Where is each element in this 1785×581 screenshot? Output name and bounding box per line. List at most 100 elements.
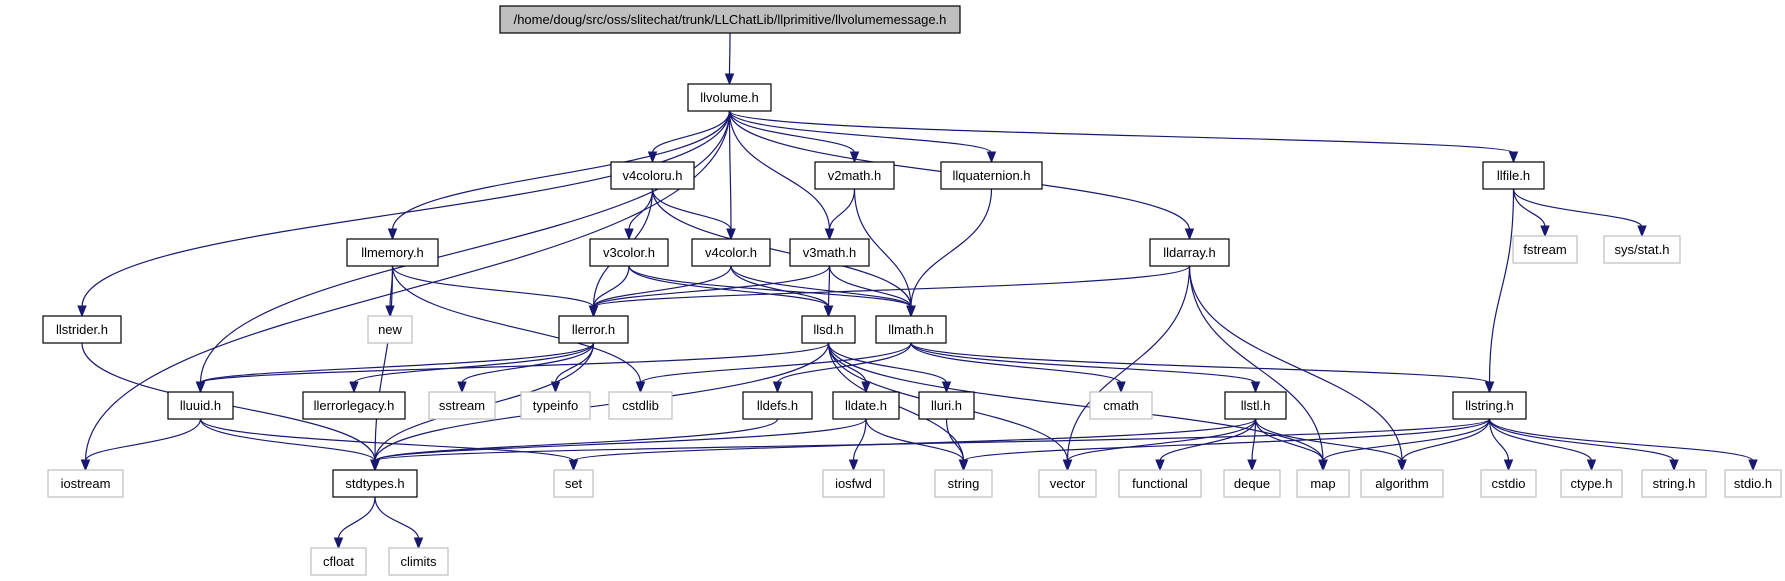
edge-arrowhead-v4coloru-to-v4color: [726, 228, 736, 241]
node-label-llquaternion: llquaternion.h: [952, 168, 1030, 183]
node-box-llerror: [558, 315, 629, 344]
edge-arrowhead-llstring-to-ctype: [1586, 459, 1597, 472]
node-llstl[interactable]: llstl.h: [1224, 391, 1287, 420]
edge-llstl-to-algorithm: [1254, 418, 1403, 462]
node-label-typeinfo: typeinfo: [533, 398, 579, 413]
edge-llvolume-to-v4color: [728, 110, 732, 231]
node-box-lldarray: [1149, 238, 1230, 267]
node-lldefs[interactable]: lldefs.h: [742, 391, 813, 420]
node-llerrorlegacy[interactable]: llerrorlegacy.h: [302, 391, 406, 420]
edge-arrowhead-llstring-to-stdtypes: [370, 459, 380, 472]
node-set: set: [553, 469, 594, 498]
node-label-stdio: stdio.h: [1734, 476, 1772, 491]
node-label-llstring: llstring.h: [1465, 398, 1513, 413]
node-label-llmemory: llmemory.h: [361, 245, 424, 260]
node-v2math[interactable]: v2math.h: [814, 161, 895, 190]
node-box-stringh: [1641, 469, 1707, 498]
edge-llfile-to-fstream: [1512, 188, 1546, 228]
node-v4coloru[interactable]: v4coloru.h: [610, 161, 695, 190]
node-box-functional: [1118, 469, 1202, 498]
node-root[interactable]: /home/doug/src/oss/slitechat/trunk/LLCha…: [499, 5, 961, 34]
edge-arrowhead-stdtypes-to-cfloat: [333, 537, 344, 550]
edge-v3math-to-llsd: [827, 265, 831, 308]
edge-llfile-to-llstring: [1488, 188, 1515, 384]
node-stringh: string.h: [1641, 469, 1707, 498]
node-label-climits: climits: [400, 554, 437, 569]
edge-arrowhead-llmath-to-llstring: [1484, 381, 1495, 394]
edge-v3color-to-llmath: [628, 265, 912, 308]
edge-v4color-to-llmath: [730, 265, 912, 308]
edge-v4coloru-to-v4color: [651, 188, 732, 231]
node-llmath[interactable]: llmath.h: [875, 315, 947, 344]
node-box-llstl: [1224, 391, 1287, 420]
edge-arrowhead-llstl-to-vector: [1062, 459, 1073, 472]
node-label-root: /home/doug/src/oss/slitechat/trunk/LLCha…: [514, 12, 947, 27]
node-box-cfloat: [310, 547, 367, 576]
node-llerror[interactable]: llerror.h: [558, 315, 629, 344]
node-lldate[interactable]: lldate.h: [832, 391, 900, 420]
node-llfile[interactable]: llfile.h: [1482, 161, 1545, 190]
node-box-cmath: [1089, 391, 1153, 420]
edge-arrowhead-llstring-to-cstdio: [1503, 459, 1514, 472]
edge-arrowhead-llstring-to-string: [958, 459, 969, 472]
node-box-root: [499, 5, 961, 34]
node-box-deque: [1223, 469, 1281, 498]
node-fstream: fstream: [1512, 235, 1578, 264]
node-label-sstream: sstream: [439, 398, 485, 413]
node-label-ctype: ctype.h: [1571, 476, 1613, 491]
node-vector: vector: [1038, 469, 1097, 498]
node-cfloat: cfloat: [310, 547, 367, 576]
edge-llmath-to-llstl: [910, 342, 1257, 384]
edge-arrowhead-llvolume-to-v2math: [849, 151, 860, 164]
edge-arrowhead-llvolume-to-v4coloru: [647, 151, 658, 164]
node-lldarray[interactable]: lldarray.h: [1149, 238, 1230, 267]
edge-stdtypes-to-climits: [374, 496, 420, 540]
node-lluri[interactable]: lluri.h: [918, 391, 975, 420]
node-v3math[interactable]: v3math.h: [789, 238, 870, 267]
node-label-map: map: [1310, 476, 1335, 491]
node-string: string: [934, 469, 993, 498]
node-box-v2math: [814, 161, 895, 190]
edge-arrowhead-llstring-to-algorithm: [1397, 459, 1407, 472]
node-llsd[interactable]: llsd.h: [801, 315, 856, 344]
node-label-llfile: llfile.h: [1497, 168, 1530, 183]
node-label-string: string: [948, 476, 980, 491]
node-box-v3color: [589, 238, 669, 267]
node-cstdio: cstdio: [1480, 469, 1537, 498]
node-llstring[interactable]: llstring.h: [1452, 391, 1527, 420]
edge-v3color-to-llerror: [592, 265, 630, 308]
node-label-v3color: v3color.h: [603, 245, 655, 260]
node-v4color[interactable]: v4color.h: [691, 238, 771, 267]
node-functional: functional: [1118, 469, 1202, 498]
node-llvolume[interactable]: llvolume.h: [687, 83, 772, 112]
node-box-fstream: [1512, 235, 1578, 264]
node-box-llsd: [801, 315, 856, 344]
edge-llstring-to-stringh: [1488, 418, 1675, 462]
edge-llstl-to-map: [1254, 418, 1324, 462]
node-label-llerror: llerror.h: [572, 322, 615, 337]
node-llmemory[interactable]: llmemory.h: [346, 238, 439, 267]
edge-arrowhead-llmath-to-cstdlib: [635, 381, 646, 394]
node-lluuid[interactable]: lluuid.h: [167, 391, 234, 420]
edge-llmemory-to-cstdlib: [391, 265, 642, 384]
node-stdtypes[interactable]: stdtypes.h: [332, 469, 418, 498]
node-sysstat: sys/stat.h: [1603, 235, 1681, 264]
edge-arrowhead-llvolume-to-llmemory: [387, 228, 398, 241]
node-llstrider[interactable]: llstrider.h: [42, 315, 122, 344]
edge-llerror-to-sstream: [461, 342, 595, 384]
edge-arrowhead-llmath-to-cmath: [1116, 381, 1126, 394]
edge-arrowhead-llmath-to-lldefs: [772, 381, 783, 394]
edge-arrowhead-v3math-to-llsd: [823, 305, 834, 318]
node-llquaternion[interactable]: llquaternion.h: [940, 161, 1043, 190]
node-box-set: [553, 469, 594, 498]
edge-arrowhead-llsd-to-lluri: [941, 381, 952, 394]
edge-arrowhead-lluuid-to-iostream: [80, 459, 91, 472]
node-label-deque: deque: [1234, 476, 1270, 491]
edge-v4color-to-llsd: [730, 265, 830, 308]
node-climits: climits: [388, 547, 449, 576]
edge-lldate-to-string: [865, 418, 965, 462]
node-v3color[interactable]: v3color.h: [589, 238, 669, 267]
edge-arrowhead-root-to-llvolume: [724, 73, 735, 86]
edge-lldate-to-stdtypes: [374, 418, 867, 462]
node-box-llmath: [875, 315, 947, 344]
